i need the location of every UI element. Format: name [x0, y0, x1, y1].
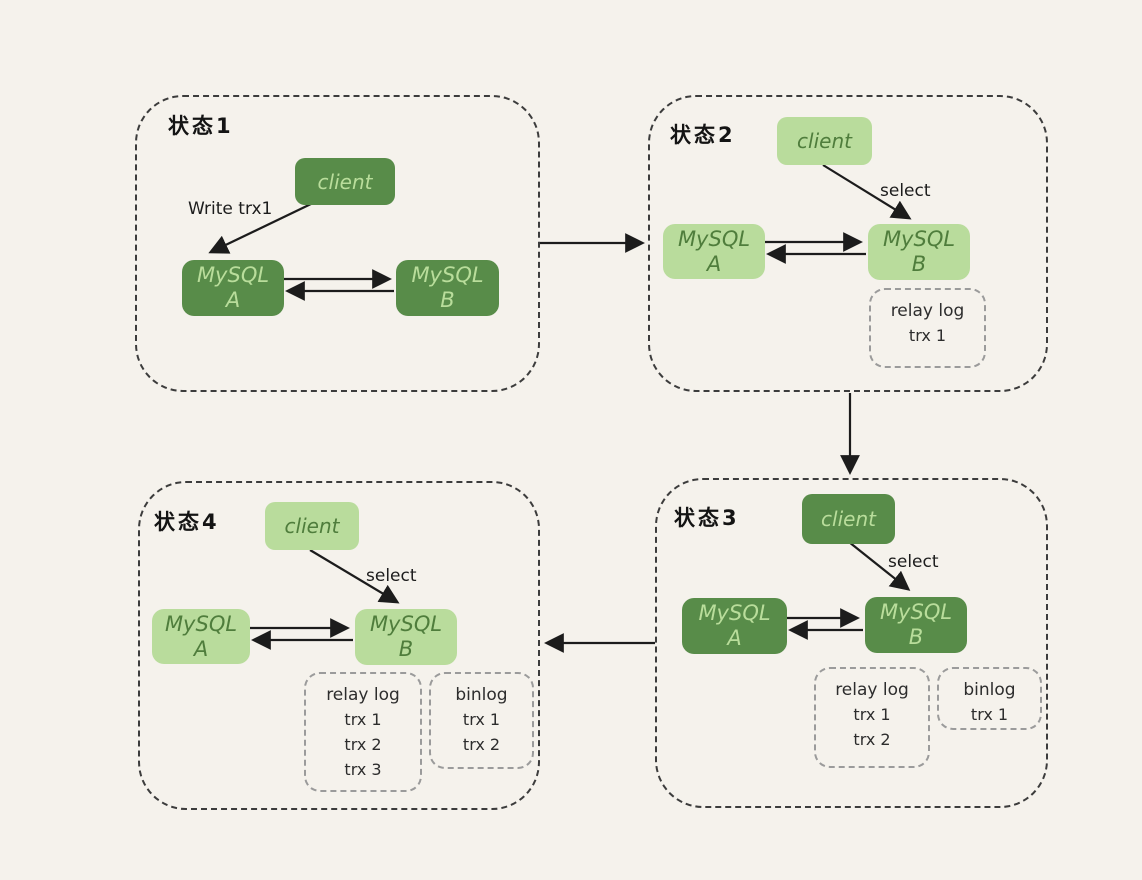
state2-mysql-b-box: MySQL B — [868, 224, 970, 280]
state4-relay-log-entry: trx 1 — [344, 710, 382, 729]
state4-binlog-title: binlog — [455, 685, 508, 705]
state3-action-label: select — [888, 552, 939, 572]
state1-mysql-a-letter: A — [225, 288, 241, 312]
state2-mysql-b-letter: B — [911, 252, 927, 276]
state3-mysql-b-letter: B — [908, 625, 924, 649]
state2-mysql-b-name: MySQL — [882, 227, 956, 251]
state2-container: 状态2 client select MySQL A MySQL B relay … — [648, 95, 1048, 392]
state3-mysql-a-box: MySQL A — [682, 598, 787, 654]
state2-relay-log-entry: trx 1 — [908, 326, 947, 345]
state4-relay-log-entry: trx 3 — [344, 760, 382, 779]
state3-relay-log-entry: trx 2 — [853, 730, 891, 749]
state3-client-label: client — [821, 507, 876, 531]
state2-client-label: client — [797, 129, 852, 153]
state2-title: 状态2 — [670, 123, 736, 147]
state1-action-label: Write trx1 — [188, 199, 273, 219]
state1-mysql-b-name: MySQL — [411, 263, 484, 287]
state4-mysql-a-box: MySQL A — [152, 609, 250, 664]
state4-client-box: client — [265, 502, 359, 550]
state2-relay-log-title: relay log — [890, 301, 965, 321]
state2-action-label: select — [880, 181, 931, 201]
state3-mysql-a-letter: A — [727, 626, 742, 650]
state4-relay-log-entry: trx 2 — [344, 735, 382, 754]
state3-title: 状态3 — [674, 506, 740, 530]
state4-relay-log-title: relay log — [326, 685, 400, 705]
state1-title: 状态1 — [168, 114, 234, 138]
state3-binlog-box: binlog trx 1 — [937, 667, 1042, 730]
state4-mysql-a-name: MySQL — [164, 611, 238, 636]
state1-mysql-a-name: MySQL — [196, 263, 270, 287]
state2-client-box: client — [777, 117, 872, 165]
state3-client-box: client — [802, 494, 895, 544]
state3-relay-log-entry: trx 1 — [853, 705, 891, 724]
state3-mysql-b-box: MySQL B — [865, 597, 967, 653]
state2-mysql-a-name: MySQL — [677, 226, 751, 251]
state4-container: 状态4 client select MySQL A MySQL B relay … — [138, 481, 540, 810]
state4-mysql-b-box: MySQL B — [355, 609, 457, 665]
state3-mysql-a-name: MySQL — [698, 601, 771, 625]
state4-binlog-entry: trx 1 — [462, 710, 501, 729]
state1-mysql-b-box: MySQL B — [396, 260, 499, 316]
state1-mysql-b-letter: B — [440, 288, 455, 312]
state2-relay-log-box: relay log trx 1 — [869, 288, 986, 368]
state4-mysql-b-letter: B — [398, 637, 414, 661]
state1-mysql-a-box: MySQL A — [182, 260, 284, 316]
state4-title: 状态4 — [154, 510, 220, 534]
state1-client-label: client — [317, 169, 373, 194]
state2-mysql-a-box: MySQL A — [663, 224, 765, 279]
state3-container: 状态3 client select MySQL A MySQL B relay … — [655, 478, 1048, 808]
state2-mysql-a-letter: A — [706, 251, 722, 276]
state3-relay-log-box: relay log trx 1 trx 2 — [814, 667, 930, 768]
state3-mysql-b-name: MySQL — [879, 600, 953, 624]
state3-binlog-title: binlog — [963, 680, 1016, 700]
state4-mysql-a-letter: A — [193, 636, 209, 661]
state4-binlog-entry: trx 2 — [462, 735, 501, 754]
state4-mysql-b-name: MySQL — [369, 612, 443, 636]
state4-action-label: select — [366, 566, 417, 586]
state1-client-box: client — [295, 158, 395, 205]
state3-binlog-entry: trx 1 — [970, 705, 1009, 724]
state4-client-label: client — [284, 514, 340, 538]
state4-relay-log-box: relay log trx 1 trx 2 trx 3 — [304, 672, 422, 792]
state4-binlog-box: binlog trx 1 trx 2 — [429, 672, 534, 769]
state1-container: 状态1 client Write trx1 MySQL A MySQL B — [135, 95, 540, 392]
state3-relay-log-title: relay log — [835, 680, 909, 700]
